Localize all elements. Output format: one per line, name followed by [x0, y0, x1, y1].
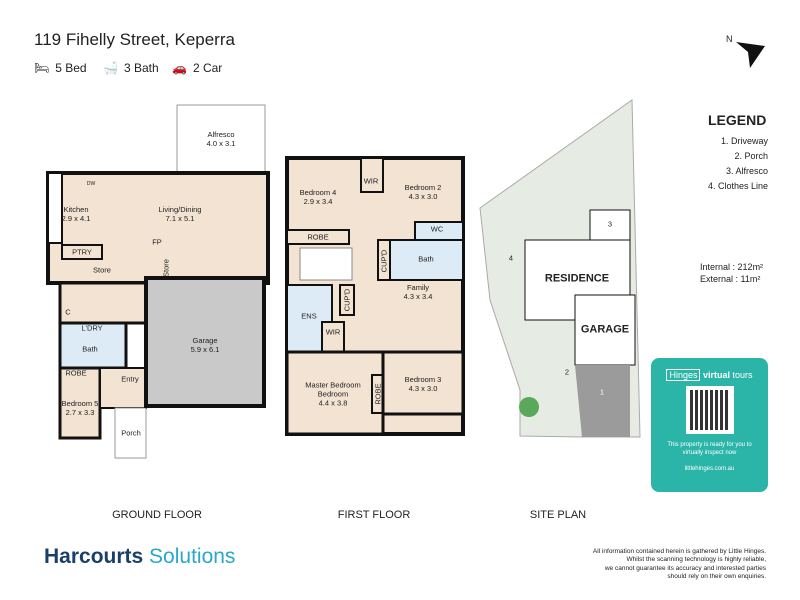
qr-code-icon[interactable] [685, 386, 734, 434]
baths-label: 3 Bath [123, 61, 159, 75]
bed-icon: 🛏 [34, 61, 50, 75]
room-cupboard: C [65, 307, 71, 317]
robe-bedroom-4: ROBE [307, 232, 329, 242]
ground-floor-plan [46, 104, 270, 459]
property-address: 119 Fihelly Street, Keperra [34, 30, 235, 49]
room-pantry: PTRY [72, 247, 92, 257]
baths-feature: 🛁 3 Bath [103, 61, 159, 75]
legend-item: 4. Clothes Line [707, 181, 768, 191]
internal-area: Internal : 212m² [700, 262, 764, 272]
north-label: N [726, 34, 733, 44]
virtual-tour-text: This property is ready for you to virtua… [667, 442, 752, 456]
room-store-2: Store [161, 259, 171, 277]
room-bath-first: Bath [418, 254, 434, 264]
cupboard-2: CUP'D [342, 288, 352, 312]
virtual-tour-link[interactable]: littlehinges.com.au [684, 465, 735, 472]
room-entry: Entry [121, 374, 139, 384]
legend-item: 3. Alfresco [725, 166, 768, 176]
virtual-tour-card[interactable]: Hinges virtual tours This property is re… [651, 358, 768, 492]
site-marker-1: 1 [599, 387, 605, 397]
room-wc: WC [430, 224, 444, 234]
legend-title: LEGEND [708, 112, 767, 128]
site-marker-3: 3 [607, 219, 613, 229]
cars-feature: 🚗 2 Car [172, 61, 222, 75]
room-laundry: L'DRY [81, 323, 103, 333]
site-residence: RESIDENCE [544, 272, 610, 285]
site-marker-2: 2 [564, 367, 570, 377]
site-plan [479, 99, 641, 438]
site-marker-4: 4 [508, 253, 514, 263]
dishwasher-label: DW [86, 181, 96, 187]
room-store: Store [93, 265, 111, 275]
cars-label: 2 Car [192, 61, 223, 75]
car-icon: 🚗 [172, 61, 187, 75]
beds-feature: 🛏 5 Bed [34, 61, 87, 75]
wir-bedroom-2: WIR [363, 176, 379, 186]
legend-item: 1. Driveway [720, 136, 768, 146]
robe-ground: ROBE [65, 368, 87, 378]
ground-floor-caption: GROUND FLOOR [112, 509, 202, 521]
site-garage: GARAGE [580, 323, 630, 336]
disclaimer: All information contained herein is gath… [592, 548, 766, 581]
robe-bedroom-3: ROBE [373, 383, 383, 405]
external-area: External : 11m² [700, 274, 761, 284]
first-floor-plan [285, 156, 465, 436]
site-plan-caption: SITE PLAN [529, 509, 587, 521]
beds-label: 5 Bed [55, 61, 87, 75]
legend-item: 2. Porch [734, 151, 768, 161]
first-floor-caption: FIRST FLOOR [337, 509, 411, 521]
room-porch: Porch [121, 428, 141, 438]
north-arrow-icon [736, 42, 765, 68]
fireplace-label: FP [152, 237, 162, 247]
virtual-tour-logo: Hinges virtual tours [651, 369, 768, 381]
bath-icon: 🛁 [103, 61, 118, 75]
cupboard-1: CUP'D [379, 249, 389, 273]
room-bath-ground: Bath [82, 344, 98, 354]
wir-master: WIR [325, 327, 341, 337]
harcourts-logo: Harcourts Solutions [44, 545, 236, 568]
room-ensuite: ENS [301, 311, 317, 321]
